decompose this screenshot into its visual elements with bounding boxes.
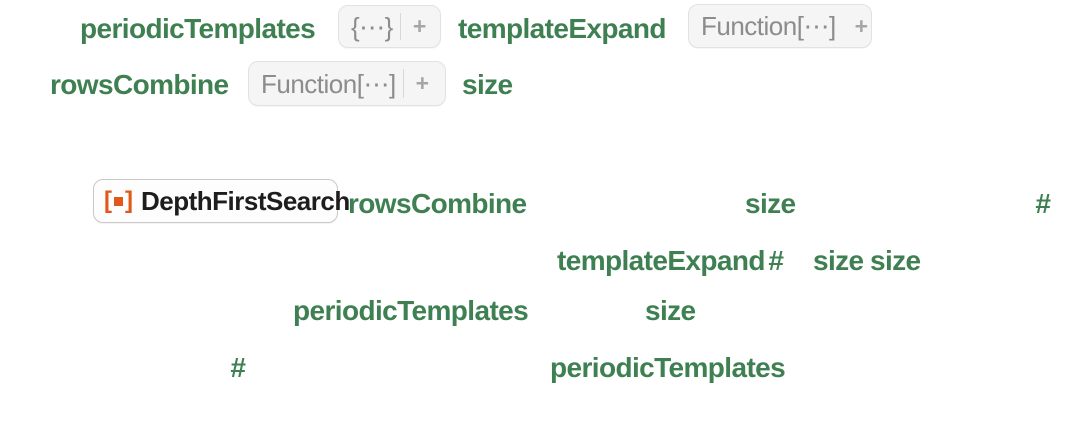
expand-plus-icon[interactable]: + <box>412 13 427 39</box>
resource-function-icon: [] <box>104 187 133 214</box>
identifier-rowsCombine: rowsCombine <box>348 188 527 219</box>
identifier-templateExpand: templateExpand <box>557 245 765 276</box>
expand-plus-icon[interactable]: + <box>854 12 869 39</box>
identifier-size: size <box>813 245 864 276</box>
identifier-size: size <box>645 295 696 326</box>
collapsed-function-placeholder[interactable]: Function[⋯] + <box>688 4 872 48</box>
identifier-size: size <box>870 245 921 276</box>
slot-hash: # <box>1035 188 1051 219</box>
resource-function-name: DepthFirstSearch <box>141 185 350 216</box>
identifier-size: size <box>745 188 796 219</box>
slot-hash: # <box>230 352 246 383</box>
placeholder-divider <box>402 69 404 98</box>
placeholder-label: Function[⋯] <box>701 11 836 41</box>
identifier-periodicTemplates: periodicTemplates <box>293 295 529 326</box>
resource-function-badge[interactable]: [] DepthFirstSearch <box>93 179 350 223</box>
identifier-rowsCombine: rowsCombine <box>50 69 229 100</box>
expand-plus-icon[interactable]: + <box>415 70 430 96</box>
collapsed-braces-placeholder[interactable]: {⋯} + <box>338 5 441 48</box>
placeholder-divider <box>399 13 401 40</box>
identifier-size: size <box>462 69 513 100</box>
identifier-periodicTemplates: periodicTemplates <box>550 352 786 383</box>
slot-hash: # <box>768 245 784 276</box>
collapsed-function-placeholder[interactable]: Function[⋯] + <box>248 61 446 106</box>
identifier-templateExpand: templateExpand <box>458 13 666 44</box>
placeholder-label: {⋯} <box>351 11 393 42</box>
placeholder-label: Function[⋯] <box>261 68 396 99</box>
identifier-periodicTemplates: periodicTemplates <box>80 13 316 44</box>
